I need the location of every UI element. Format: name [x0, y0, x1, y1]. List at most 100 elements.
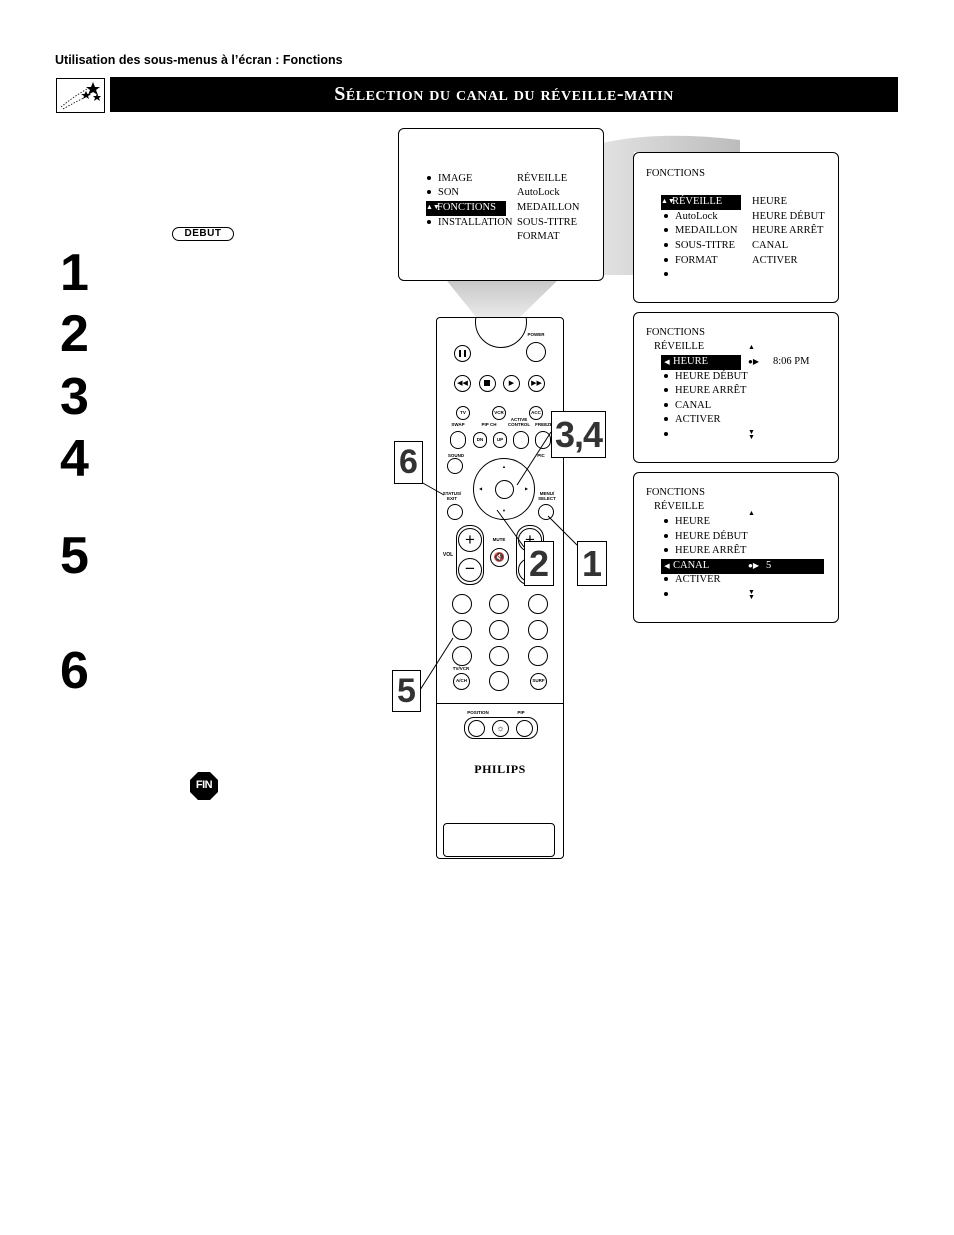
menu-item-son[interactable]: SON — [427, 186, 459, 201]
rewind-icon: ◀◀ — [457, 380, 468, 387]
panel2-item-heure[interactable]: ◀HEURE — [661, 355, 741, 370]
menu-item-installation[interactable]: INSTALLATION — [427, 216, 512, 231]
pip-button[interactable] — [516, 720, 533, 737]
step-number-5: 5 — [60, 527, 89, 585]
page-title: Sélection du canal du réveille-matin — [334, 83, 674, 105]
keypad-button-2[interactable] — [489, 594, 509, 614]
panel2-item-canal[interactable]: CANAL — [664, 399, 711, 414]
step-number-3: 3 — [60, 368, 89, 426]
keypad-button-8[interactable] — [489, 646, 509, 666]
fin-badge: FIN — [189, 771, 219, 801]
up-arrow-icon: ▲ — [748, 343, 755, 351]
keypad-button-7[interactable] — [452, 646, 472, 666]
panel3-item-canal[interactable]: ◀CANAL ●▶ 5 — [661, 559, 824, 574]
avch-button[interactable]: A/CH — [453, 673, 470, 690]
pip-ch-up-button[interactable]: UP — [493, 432, 507, 448]
panel1-sub-heure-debut[interactable]: HEURE DÉBUT — [752, 211, 825, 222]
panel1-item-autolock[interactable]: AutoLock — [664, 210, 718, 225]
submenu-item-sous-titre[interactable]: SOUS-TITRE — [517, 217, 578, 228]
volume-up-button[interactable]: + — [458, 528, 482, 552]
tv-button[interactable]: TV — [456, 406, 470, 420]
pause-button[interactable] — [454, 345, 471, 362]
panel1-item-reveille[interactable]: ▲▼RÉVEILLE — [661, 195, 741, 210]
fast-forward-button[interactable]: ▶▶ — [528, 375, 545, 392]
dot-arrow-icon: ●▶ — [748, 561, 759, 570]
battery-cover — [443, 823, 555, 857]
active-control-button[interactable] — [513, 431, 529, 449]
power-button[interactable] — [526, 342, 546, 362]
panel1-item-format[interactable]: FORMAT — [664, 254, 718, 269]
sound-button[interactable] — [447, 458, 463, 474]
menu-item-fonctions[interactable]: ▲▼FONCTIONS — [426, 201, 506, 216]
panel1-sub-heure-arret[interactable]: HEURE ARRÊT — [752, 225, 824, 236]
panel2-item-activer[interactable]: ACTIVER — [664, 413, 721, 428]
pip-label: PIP — [517, 710, 525, 715]
up-arrow-icon: ▲ — [748, 509, 755, 517]
volume-down-button[interactable]: − — [458, 558, 482, 582]
freeze-label: FREEZE — [535, 422, 553, 427]
panel1-sub-canal[interactable]: CANAL — [752, 240, 789, 251]
mute-button[interactable]: 🔇 — [490, 548, 509, 567]
panel3-item-heure-arret[interactable]: HEURE ARRÊT — [664, 544, 746, 559]
vcr-button[interactable]: VCR — [492, 406, 506, 420]
panel2-item-heure-debut[interactable]: HEURE DÉBUT — [664, 370, 748, 385]
panel3-item-heure[interactable]: HEURE — [664, 515, 710, 530]
light-icon: ☼ — [496, 723, 505, 733]
keypad-button-5[interactable] — [489, 620, 509, 640]
brand-logo: PHILIPS — [474, 762, 526, 776]
reveille-canal-panel: FONCTIONS RÉVEILLE ▲ HEURE HEURE DÉBUT H… — [633, 472, 839, 623]
tv-menu-panel: IMAGE SON ▲▼FONCTIONS INSTALLATION RÉVEI… — [398, 128, 604, 281]
position-label: POSITION — [467, 710, 489, 715]
panel2-item-heure-arret[interactable]: HEURE ARRÊT — [664, 384, 746, 399]
keypad-button-6[interactable] — [528, 620, 548, 640]
keypad-button-9[interactable] — [528, 646, 548, 666]
submenu-item-reveille[interactable]: RÉVEILLE — [517, 173, 568, 184]
keypad-button-4[interactable] — [452, 620, 472, 640]
submenu-item-format[interactable]: FORMAT — [517, 231, 560, 242]
power-label: POWER — [527, 332, 545, 337]
acc-button[interactable]: ACC — [529, 406, 543, 420]
step-number-1: 1 — [60, 244, 89, 302]
menu-select-button[interactable] — [538, 504, 554, 520]
panel1-item-sous-titre[interactable]: SOUS-TITRE — [664, 239, 735, 254]
panel-subtitle: RÉVEILLE — [654, 341, 705, 352]
panel-title: FONCTIONS — [646, 487, 705, 498]
fin-label: FIN — [195, 779, 213, 791]
freeze-button[interactable] — [535, 431, 551, 449]
stop-button[interactable] — [479, 375, 496, 392]
fonctions-panel: FONCTIONS ▲▼RÉVEILLE AutoLock MEDAILLON … — [633, 152, 839, 303]
panel2-item-empty — [664, 428, 675, 443]
navigation-center-button[interactable] — [495, 480, 514, 499]
plus-icon: + — [525, 530, 535, 549]
nav-down-icon: ▼ — [502, 508, 506, 513]
swap-button[interactable] — [450, 431, 466, 449]
panel3-item-activer[interactable]: ACTIVER — [664, 573, 721, 588]
status-exit-button[interactable] — [447, 504, 463, 520]
panel1-item-medaillon[interactable]: MEDAILLON — [664, 224, 737, 239]
surf-button[interactable]: SURF — [530, 673, 547, 690]
submenu-item-autolock[interactable]: AutoLock — [517, 187, 560, 198]
play-button[interactable]: ▶ — [503, 375, 520, 392]
panel1-sub-heure[interactable]: HEURE — [752, 196, 787, 207]
pip-light-button[interactable]: ☼ — [492, 720, 509, 737]
submenu-item-medaillon[interactable]: MEDAILLON — [517, 202, 580, 213]
menu-item-image[interactable]: IMAGE — [427, 172, 472, 187]
nav-arrows-icon: ▲▼ — [426, 203, 440, 212]
panel1-sub-activer[interactable]: ACTIVER — [752, 255, 798, 266]
dot-arrow-icon: ●▶ — [748, 357, 759, 366]
panel3-item-heure-debut[interactable]: HEURE DÉBUT — [664, 530, 748, 545]
rewind-button[interactable]: ◀◀ — [454, 375, 471, 392]
pic-label: PIC — [537, 453, 545, 458]
title-bar — [110, 77, 898, 112]
keypad-button-3[interactable] — [528, 594, 548, 614]
keypad-button-1[interactable] — [452, 594, 472, 614]
stars-logo — [56, 78, 105, 113]
canal-value: 5 — [766, 560, 772, 571]
play-icon: ▶ — [508, 380, 515, 387]
keypad-button-0[interactable] — [489, 671, 509, 691]
pip-ch-dn-button[interactable]: DN — [473, 432, 487, 448]
menu-select-label: MENU/ SELECT — [538, 491, 556, 501]
callout-2: 2 — [524, 541, 554, 586]
position-button[interactable] — [468, 720, 485, 737]
